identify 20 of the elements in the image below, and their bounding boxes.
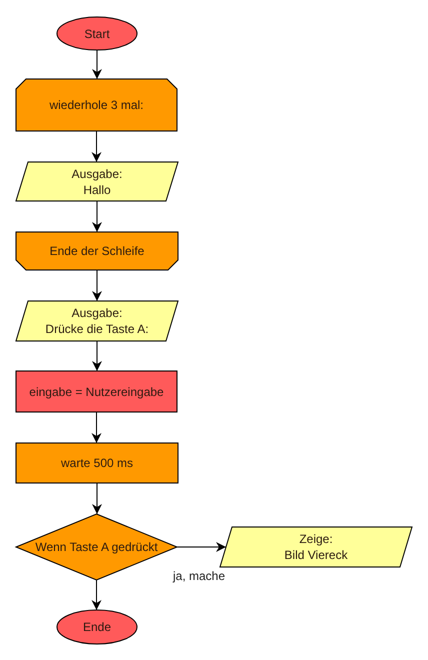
node-text: wiederhole 3 mal:: [49, 97, 144, 113]
arrow: [92, 580, 102, 610]
node-text: Start: [84, 26, 110, 42]
arrow: [176, 542, 226, 552]
node-text: Ende: [82, 619, 112, 635]
arrow: [92, 412, 102, 444]
arrow: [92, 270, 102, 302]
arrow: [92, 340, 102, 372]
node-text: Zeige: Bild Viereck: [284, 531, 348, 563]
arrow: [92, 130, 102, 162]
node-text: Ausgabe: Drücke die Taste A:: [45, 305, 149, 337]
node-text: Ende der Schleife: [50, 243, 144, 259]
node-text: eingabe = Nutzereingabe: [29, 384, 164, 400]
node-text: Wenn Taste A gedrückt: [35, 539, 158, 555]
edge-label: ja, mache: [172, 569, 226, 583]
arrow: [92, 482, 102, 514]
arrow: [92, 200, 102, 232]
node-text: Ausgabe: Hallo: [72, 166, 122, 198]
node-text: warte 500 ms: [60, 455, 134, 471]
arrow: [92, 50, 102, 80]
